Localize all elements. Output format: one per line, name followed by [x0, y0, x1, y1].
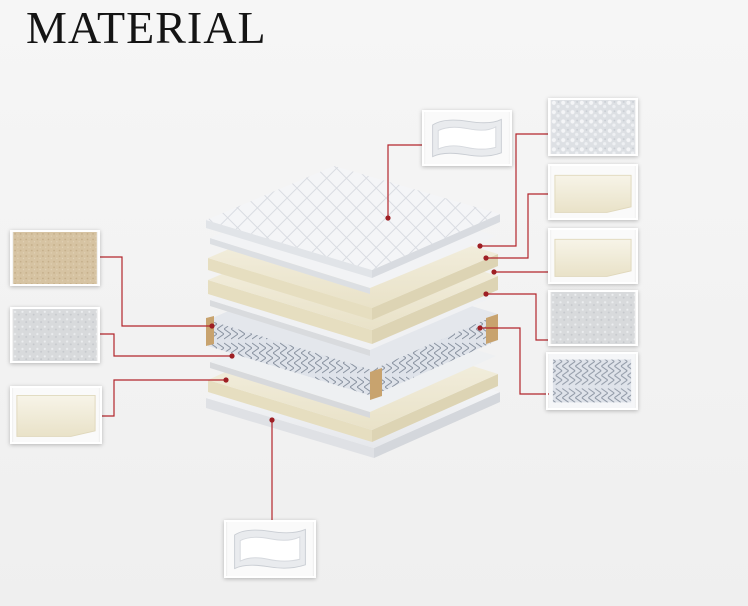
swatch-foam-layer-bottom — [10, 386, 102, 444]
foam-icon — [13, 388, 99, 442]
marker-springs — [477, 325, 483, 331]
layer-top-cover — [206, 166, 500, 278]
leader-cover-top — [387, 144, 424, 218]
marker-foam-2 — [491, 269, 497, 275]
marker-fiber — [209, 323, 215, 329]
marker-felt-right — [483, 291, 489, 297]
swatch-cotton-padding — [548, 98, 638, 156]
marker-cover-bottom — [269, 417, 275, 423]
natural-fiber-icon — [13, 232, 97, 284]
swatch-felt-pad-left — [10, 307, 100, 363]
leader-cotton — [480, 133, 549, 247]
swatch-cover-fabric-top — [422, 110, 512, 166]
page-title: MATERIAL — [26, 2, 267, 53]
mattress-stack — [206, 166, 500, 458]
cover-fabric-icon — [425, 112, 509, 164]
leader-foam-bottom — [100, 379, 226, 417]
swatch-foam-layer-2 — [548, 228, 638, 284]
leader-felt-right — [486, 293, 549, 341]
cover-fabric-icon — [227, 522, 313, 576]
felt-icon — [13, 309, 97, 361]
marker-cover-top — [385, 215, 391, 221]
leader-fiber — [100, 256, 212, 327]
marker-foam-bottom — [223, 377, 229, 383]
swatch-foam-layer-1 — [548, 164, 638, 220]
leader-felt-left — [100, 333, 232, 357]
marker-dots — [209, 215, 497, 423]
felt-icon — [551, 292, 635, 344]
marker-felt-left — [229, 353, 235, 359]
leader-springs — [480, 327, 549, 395]
swatch-cover-fabric-bottom — [224, 520, 316, 578]
leader-lines — [100, 133, 549, 548]
marker-foam-1 — [483, 255, 489, 261]
swatch-pocket-springs — [546, 352, 638, 410]
swatch-felt-pad-right — [548, 290, 638, 346]
cotton-padding-icon — [551, 100, 635, 154]
marker-cotton — [477, 243, 483, 249]
swatch-natural-fiber — [10, 230, 100, 286]
foam-icon — [551, 166, 635, 218]
leader-foam-1 — [486, 193, 549, 259]
pocket-spring-icon — [549, 354, 635, 408]
foam-icon — [551, 230, 635, 282]
